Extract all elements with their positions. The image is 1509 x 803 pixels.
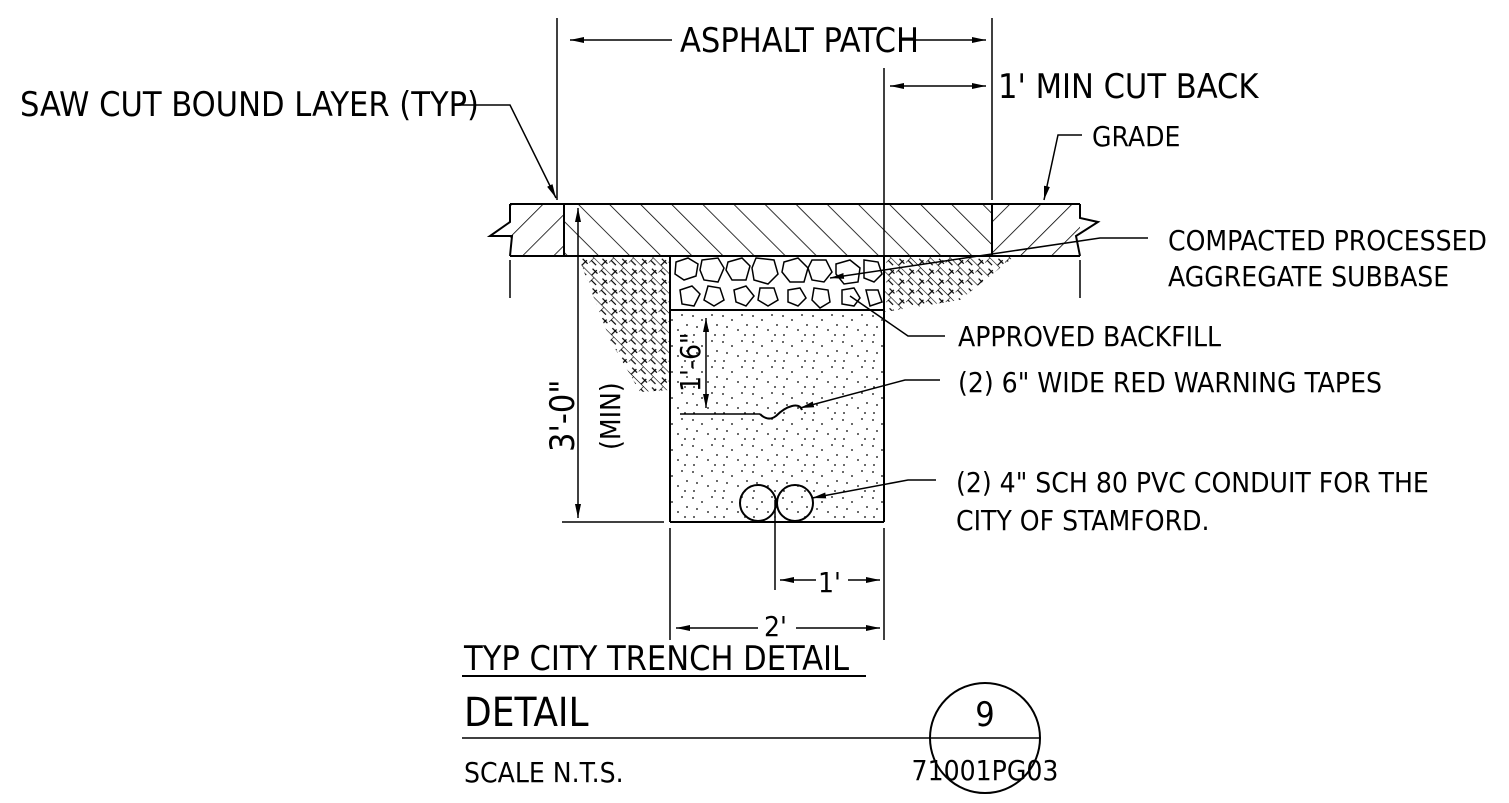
subbase-label-line2: AGGREGATE SUBBASE [1168, 260, 1449, 293]
dimension-lines [570, 37, 986, 631]
saw-cut-label: SAW CUT BOUND LAYER (TYP) [20, 85, 479, 125]
extension-lines [509, 18, 1081, 640]
depth-min-note: (MIN) [594, 382, 627, 450]
detail-title: TYP CITY TRENCH DETAIL [463, 639, 849, 679]
detail-number: 9 [975, 695, 994, 735]
conduit-label-line1: (2) 4" SCH 80 PVC CONDUIT FOR THE [956, 466, 1429, 499]
trench-width-dimension: 2' [764, 610, 787, 643]
native-soil-right [884, 256, 1015, 312]
trench-walls [669, 256, 885, 523]
min-cut-back-label: 1' MIN CUT BACK [998, 67, 1259, 107]
warning-tape [759, 404, 803, 420]
detail-scale: SCALE N.T.S. [464, 756, 624, 789]
conduit-offset-dimension: 1' [818, 566, 841, 599]
conduit-label-line2: CITY OF STAMFORD. [956, 504, 1209, 537]
leader-lines [452, 104, 1148, 499]
title-block: TYP CITY TRENCH DETAIL DETAIL SCALE N.T.… [462, 639, 1059, 794]
native-soil-left [578, 256, 670, 392]
detail-type: DETAIL [464, 690, 589, 736]
depth-dimension: 3'-0" [543, 380, 583, 452]
grade-label: GRADE [1092, 120, 1180, 153]
existing-asphalt-left [510, 204, 564, 256]
warning-tapes-label: (2) 6" WIDE RED WARNING TAPES [958, 366, 1382, 399]
sheet-number: 71001PG03 [912, 754, 1059, 787]
asphalt-outline [486, 203, 1101, 257]
asphalt-patch [564, 204, 992, 256]
aggregate-subbase [670, 256, 884, 310]
tape-depth-dimension: 1'-6" [674, 332, 707, 392]
asphalt-patch-label: ASPHALT PATCH [680, 21, 919, 61]
subbase-label-line1: COMPACTED PROCESSED [1168, 224, 1487, 257]
conduit-right [776, 484, 814, 522]
backfill-label: APPROVED BACKFILL [958, 320, 1221, 353]
detail-callout-circle [929, 682, 1041, 794]
